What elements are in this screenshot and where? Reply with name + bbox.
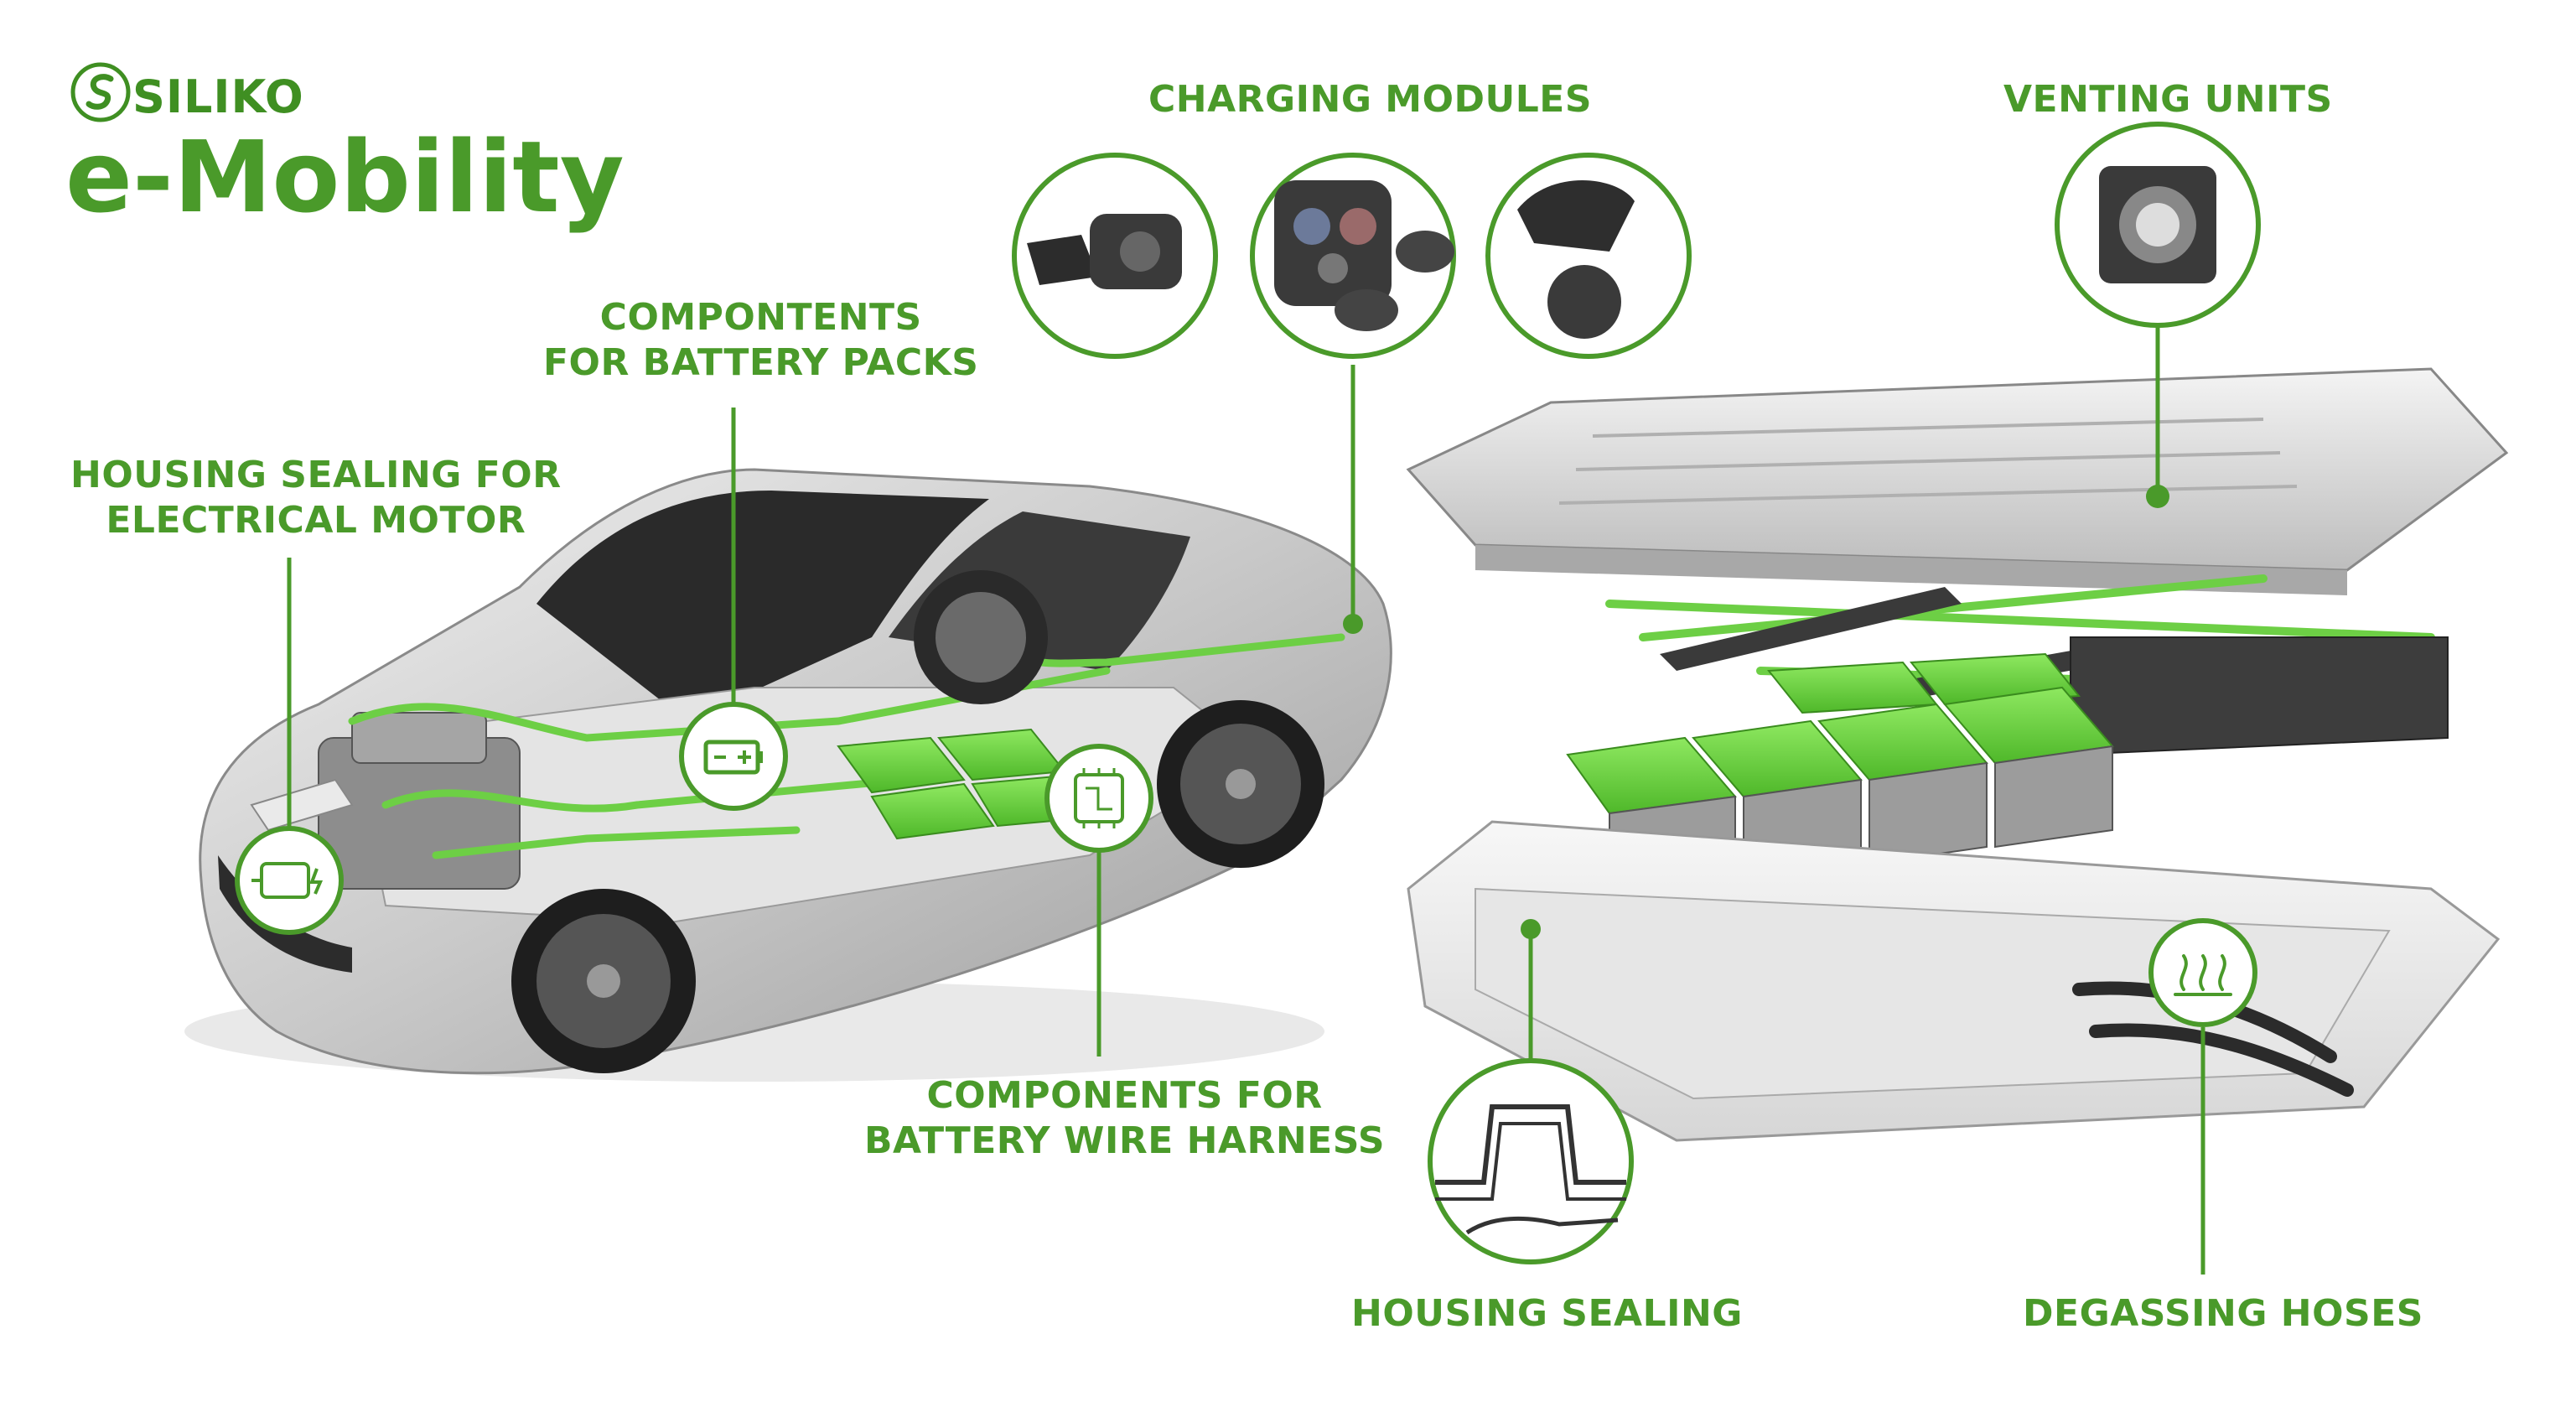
electric-motor-icon [235,826,344,935]
circuit-chip-icon [1044,744,1153,853]
battery-pack-illustration [1406,367,2509,1142]
label-housing-sealing: HOUSING SEALING [1351,1292,1743,1335]
label-wire-harness: COMPONENTS FOR BATTERY WIRE HARNESS [864,1074,1386,1162]
charging-inlet-icon [1012,153,1218,359]
car-wheel-front [511,889,696,1073]
gasket-profile-icon [1428,1058,1634,1264]
car-wheel-rear [1157,700,1324,868]
car-wheel-rear-inner [914,570,1048,704]
venting-unit-icon [2055,122,2261,328]
page-title: e-Mobility [65,119,625,235]
label-charging-modules: CHARGING MODULES [1148,78,1593,121]
charging-socket-icon [1250,153,1456,359]
battery-icon [679,702,788,811]
charging-cap-icon [1485,153,1692,359]
label-motor-housing: HOUSING SEALING FOR ELECTRICAL MOTOR [70,454,562,542]
degassing-heat-icon [2148,918,2257,1027]
label-venting-units: VENTING UNITS [2003,78,2333,121]
siliko-logo-icon [70,62,131,122]
brand-name: SILIKO [132,70,304,123]
label-degassing-hoses: DEGASSING HOSES [2023,1292,2423,1335]
car-illustration [184,468,1392,1082]
label-battery-packs: COMPONTENTS FOR BATTERY PACKS [543,296,979,384]
